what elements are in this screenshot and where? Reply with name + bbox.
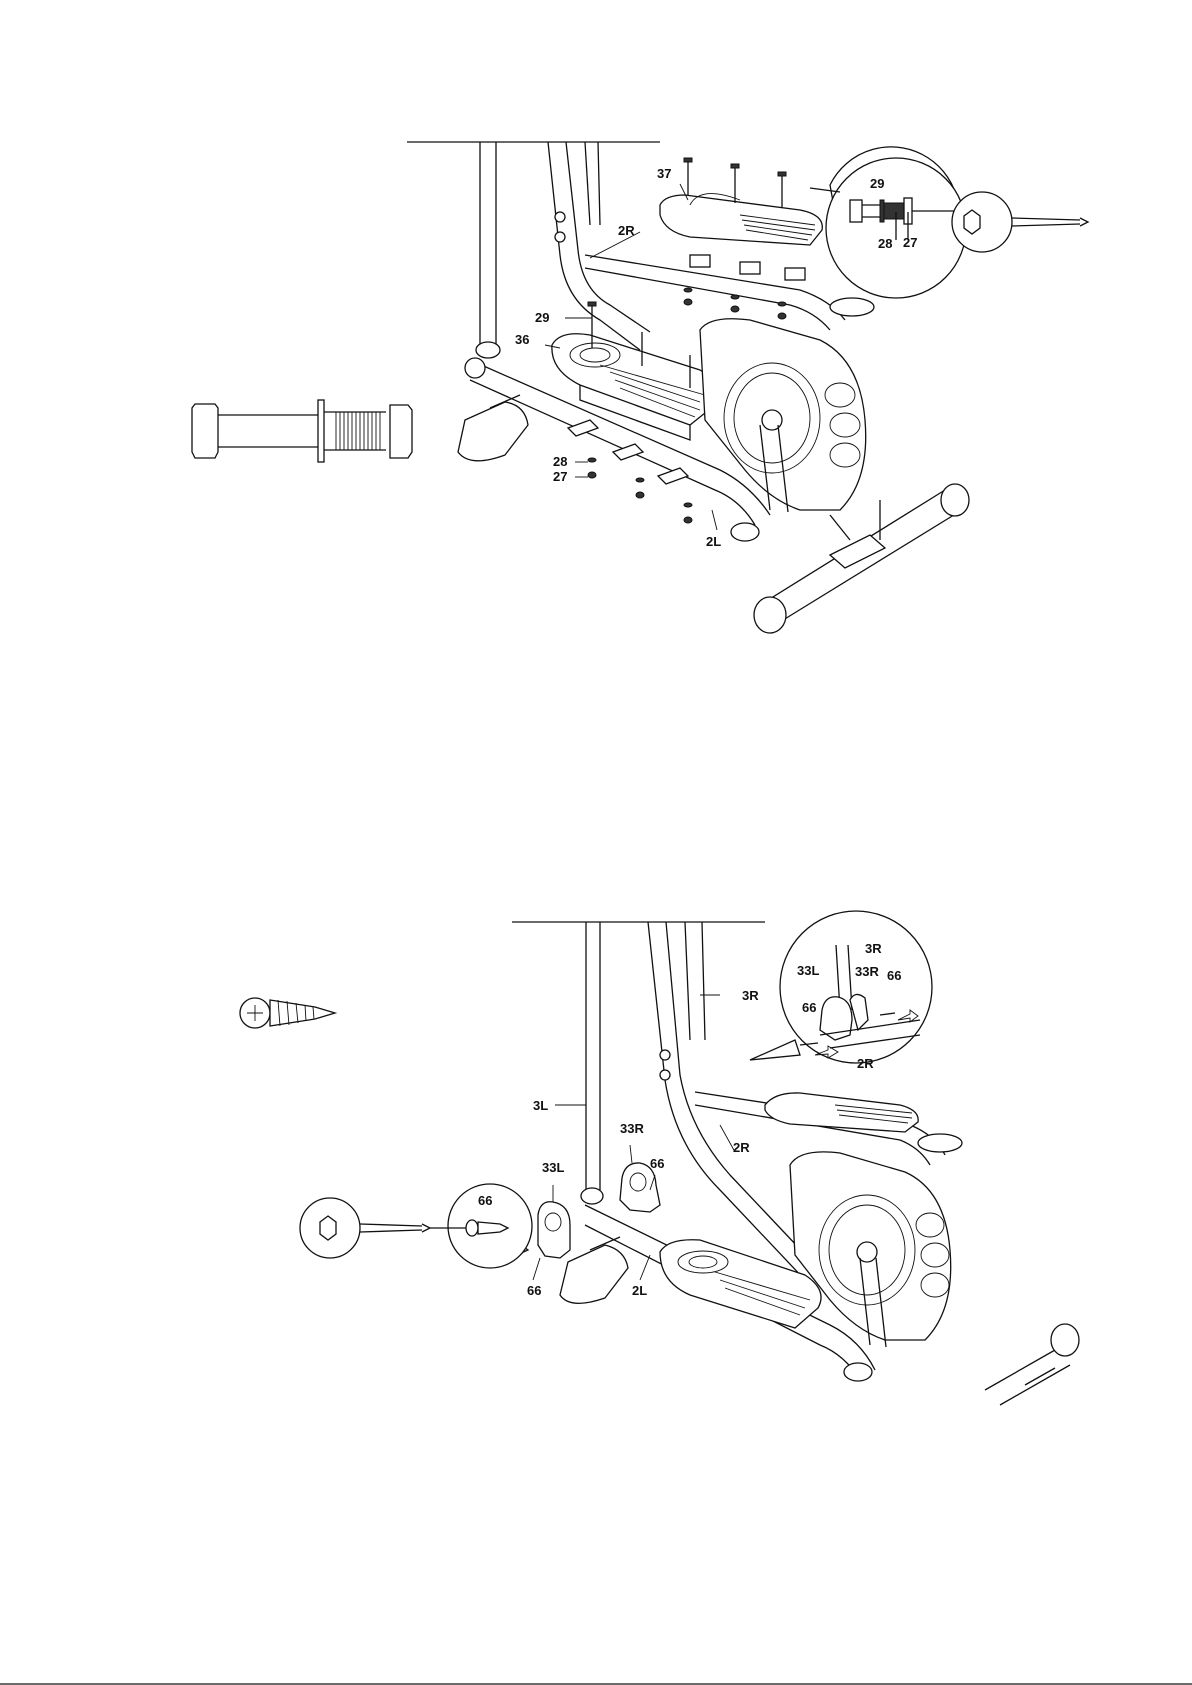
label-part-3L: 3L <box>533 1098 548 1113</box>
rear-foot-cap <box>458 395 528 461</box>
label-part-2R: 2R <box>618 223 635 238</box>
callout-label-3R: 3R <box>865 941 882 956</box>
upright-post-3L <box>581 922 603 1204</box>
callout-bracket-detail <box>750 911 932 1063</box>
diagram-handlebar-bracket-assembly: 3R 3L 2R 33R 33L 66 66 2L 3R 33L 33R 66 … <box>240 911 1079 1405</box>
front-stabilizer-tube-2 <box>985 1324 1079 1405</box>
label-part-37: 37 <box>657 166 671 181</box>
label-part-66-lower: 66 <box>527 1283 541 1298</box>
label-part-36: 36 <box>515 332 529 347</box>
flywheel-housing <box>700 319 866 510</box>
bolt-detail-large <box>192 400 412 462</box>
label-part-33L: 33L <box>542 1160 564 1175</box>
callout-label-2R: 2R <box>857 1056 874 1071</box>
callout-label-66-right: 66 <box>887 968 901 983</box>
label-part-28: 28 <box>553 454 567 469</box>
wrench-tool <box>952 192 1088 252</box>
callout-label-66-left: 66 <box>802 1000 816 1015</box>
bracket-33L <box>538 1202 570 1258</box>
callout-bolt-washer-nut <box>810 147 966 298</box>
label-part-3R: 3R <box>742 988 759 1003</box>
label-part-2R-diagram2: 2R <box>733 1140 750 1155</box>
front-stabilizer-tube <box>754 484 969 633</box>
wrench-tool-2 <box>300 1198 430 1258</box>
label-part-66-upper: 66 <box>650 1156 664 1171</box>
pedal-top-37 <box>660 194 822 245</box>
label-part-33R: 33R <box>620 1121 644 1136</box>
callout-label-28: 28 <box>878 236 892 251</box>
label-part-2L: 2L <box>706 534 721 549</box>
callout-label-33L: 33L <box>797 963 819 978</box>
label-part-2L-diagram2: 2L <box>632 1283 647 1298</box>
pedal-lower-36 <box>552 334 718 440</box>
label-part-29: 29 <box>535 310 549 325</box>
callout-label-66-screw: 66 <box>478 1193 492 1208</box>
callout-label-29: 29 <box>870 176 884 191</box>
screw-detail-66 <box>240 998 335 1028</box>
diagram-step-pedal-assembly: 37 2R 29 36 28 27 2L 29 28 27 <box>192 142 1088 633</box>
callout-label-27: 27 <box>903 235 917 250</box>
upright-post-left <box>476 142 500 358</box>
nut-set-under-arm-2R <box>684 288 786 319</box>
nut-set-under-rail <box>588 458 692 523</box>
upright-handle-right <box>548 142 650 350</box>
label-part-27: 27 <box>553 469 567 484</box>
callout-label-33R: 33R <box>855 964 879 979</box>
